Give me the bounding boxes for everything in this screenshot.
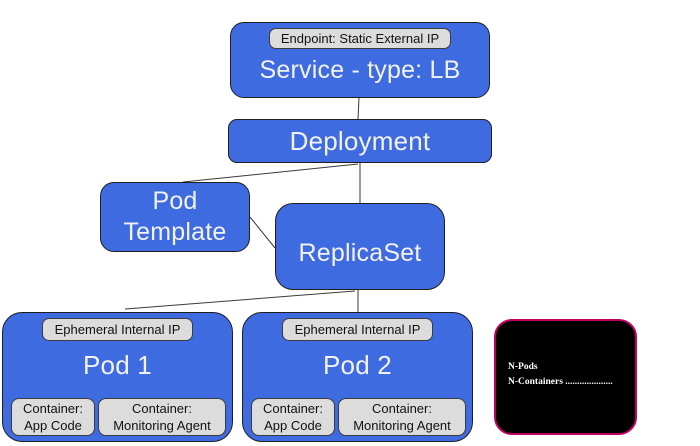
pod-1-ip-badge: Ephemeral Internal IP — [41, 318, 194, 341]
scaling-note-box: N-Pods N-Containers .................... — [494, 319, 637, 435]
edge-replicaset-pod1 — [124, 290, 356, 310]
edge-podtemplate-replicaset — [249, 216, 276, 249]
pod-1-node: Ephemeral Internal IP Pod 1 Container: A… — [2, 312, 233, 442]
service-label: Service - type: LB — [259, 56, 461, 84]
replicaset-label: ReplicaSet — [298, 239, 422, 267]
replicaset-node: ReplicaSet — [275, 203, 445, 290]
pod-2-container-monitoring-agent: Container: Monitoring Agent — [338, 398, 466, 436]
pod-template-node: Pod Template — [100, 182, 250, 252]
pod-1-container-app-code: Container: App Code — [11, 398, 95, 436]
pod-2-container-app-code: Container: App Code — [251, 398, 335, 436]
pod-2-ip-badge: Ephemeral Internal IP — [281, 318, 434, 341]
edge-service-deployment — [357, 97, 360, 120]
deployment-label: Deployment — [289, 125, 431, 156]
pod-1-containers: Container: App Code Container: Monitorin… — [11, 398, 226, 436]
edge-deployment-podtemplate — [182, 163, 359, 183]
scaling-note-line-pods: N-Pods — [508, 362, 538, 372]
pod-template-label: Pod Template — [123, 187, 227, 246]
pod-1-container-monitoring-agent: Container: Monitoring Agent — [98, 398, 226, 436]
pod-2-node: Ephemeral Internal IP Pod 2 Container: A… — [242, 312, 473, 442]
scaling-note-line-containers: N-Containers .................... — [508, 377, 613, 387]
service-endpoint-badge: Endpoint: Static External IP — [268, 28, 452, 49]
pod-2-label: Pod 2 — [323, 350, 392, 380]
scaling-note-text: N-Pods N-Containers .................... — [508, 360, 613, 390]
pod-1-label: Pod 1 — [83, 350, 152, 380]
deployment-node: Deployment — [228, 119, 492, 163]
service-node: Endpoint: Static External IP Service - t… — [230, 22, 490, 98]
pod-2-containers: Container: App Code Container: Monitorin… — [251, 398, 466, 436]
